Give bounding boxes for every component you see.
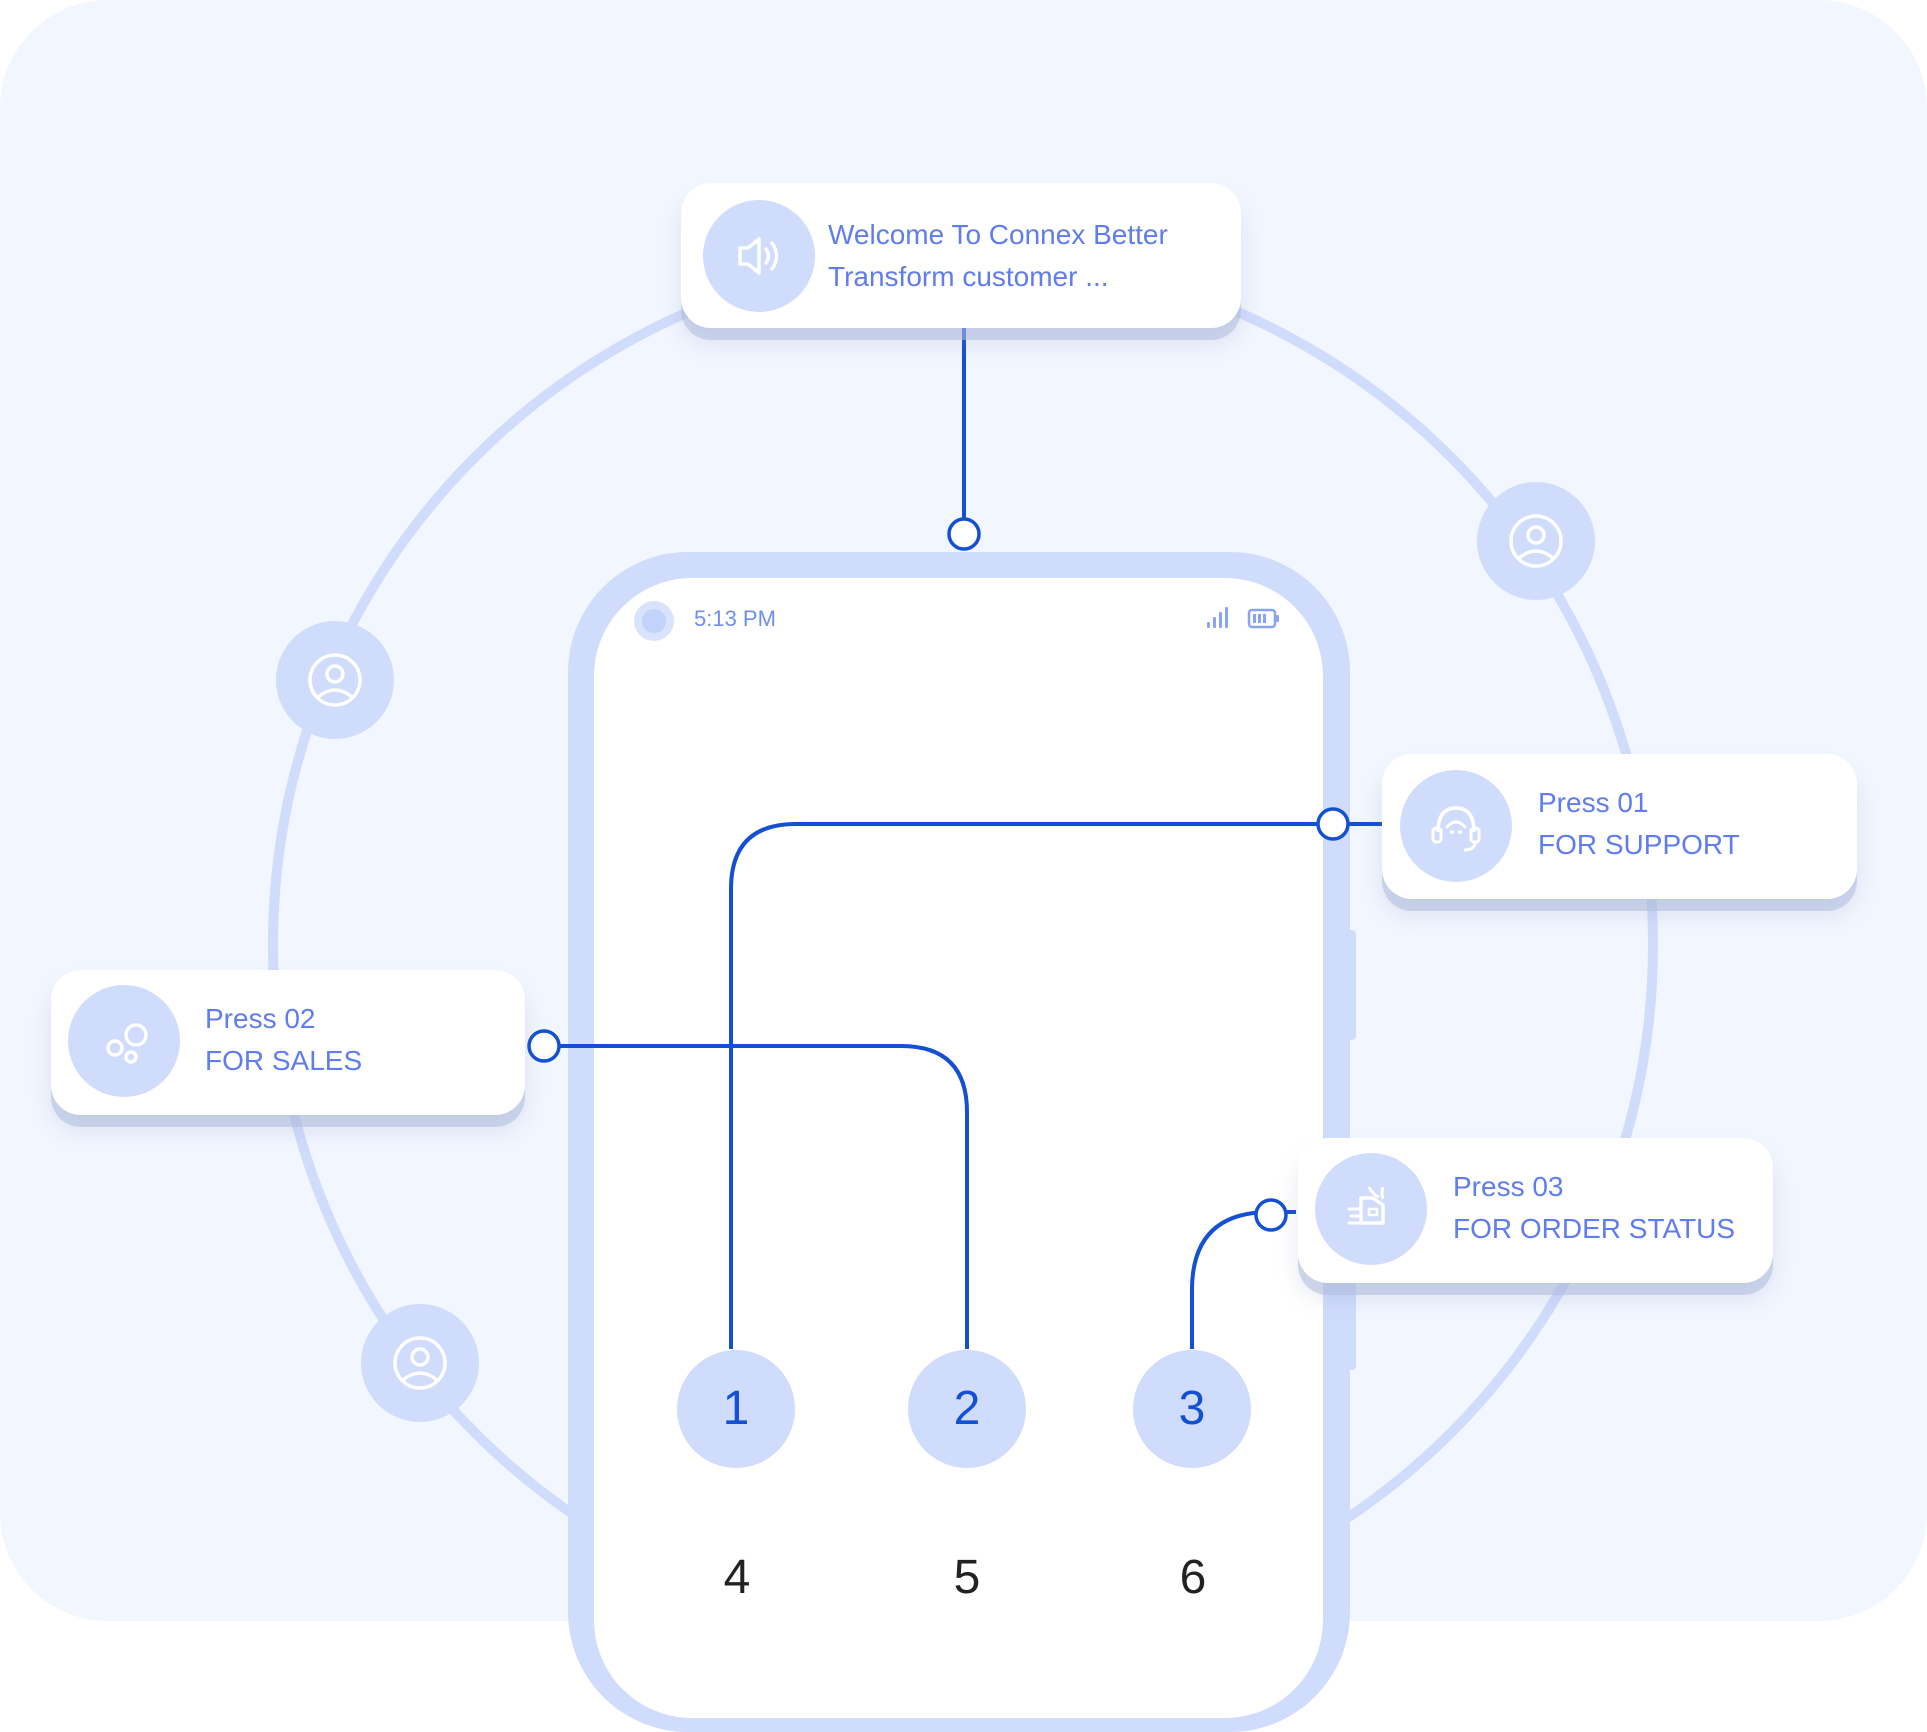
- customer-avatar: [361, 1304, 479, 1422]
- status-icons: [1207, 607, 1279, 629]
- welcome-message-card[interactable]: Welcome To Connex Better Transform custo…: [681, 183, 1241, 328]
- headset-agent-icon: [1400, 770, 1512, 882]
- support-line-1: Press 01: [1538, 787, 1649, 818]
- support-connector: [729, 822, 1382, 1349]
- user-circle-icon: [393, 1336, 447, 1390]
- sales-connector-node: [527, 1029, 561, 1063]
- welcome-line-2: Transform customer ...: [828, 261, 1109, 292]
- customer-avatar: [276, 621, 394, 739]
- support-connector-node: [1316, 807, 1350, 841]
- welcome-connector-node: [947, 517, 981, 551]
- speaker-icon: [703, 200, 815, 312]
- welcome-line-1: Welcome To Connex Better: [828, 219, 1168, 250]
- order-line-2: FOR ORDER STATUS: [1453, 1213, 1736, 1244]
- connector-lines: [527, 328, 1382, 1349]
- delivery-truck-icon: [1315, 1153, 1427, 1265]
- phone-side-button: [1344, 930, 1356, 1040]
- order-connector-node: [1254, 1198, 1288, 1232]
- user-circle-icon: [1509, 514, 1563, 568]
- front-camera: [634, 601, 674, 641]
- order-line-1: Press 03: [1453, 1171, 1564, 1202]
- battery-icon: [1247, 608, 1279, 629]
- order-status-option-card[interactable]: Press 03 FOR ORDER STATUS: [1298, 1138, 1773, 1283]
- sales-line-2: FOR SALES: [205, 1045, 363, 1076]
- key-4[interactable]: 4: [723, 1551, 751, 1604]
- key-1[interactable]: 1: [677, 1350, 795, 1468]
- bubbles-icon: [68, 985, 180, 1097]
- customer-avatar: [1477, 482, 1595, 600]
- sales-option-card[interactable]: Press 02 FOR SALES: [51, 970, 525, 1115]
- sales-connector: [528, 1044, 969, 1349]
- key-2[interactable]: 2: [908, 1350, 1026, 1468]
- status-time: 5:13 PM: [694, 606, 776, 631]
- order-connector: [1190, 1210, 1296, 1349]
- key-5[interactable]: 5: [953, 1551, 981, 1604]
- user-circle-icon: [308, 653, 362, 707]
- key-3[interactable]: 3: [1133, 1350, 1251, 1468]
- sales-line-1: Press 02: [205, 1003, 316, 1034]
- support-option-card[interactable]: Press 01 FOR SUPPORT: [1382, 754, 1857, 899]
- support-line-2: FOR SUPPORT: [1538, 829, 1740, 860]
- phone-screen: [594, 578, 1323, 1718]
- key-6[interactable]: 6: [1179, 1551, 1207, 1604]
- signal-icon: [1207, 607, 1228, 628]
